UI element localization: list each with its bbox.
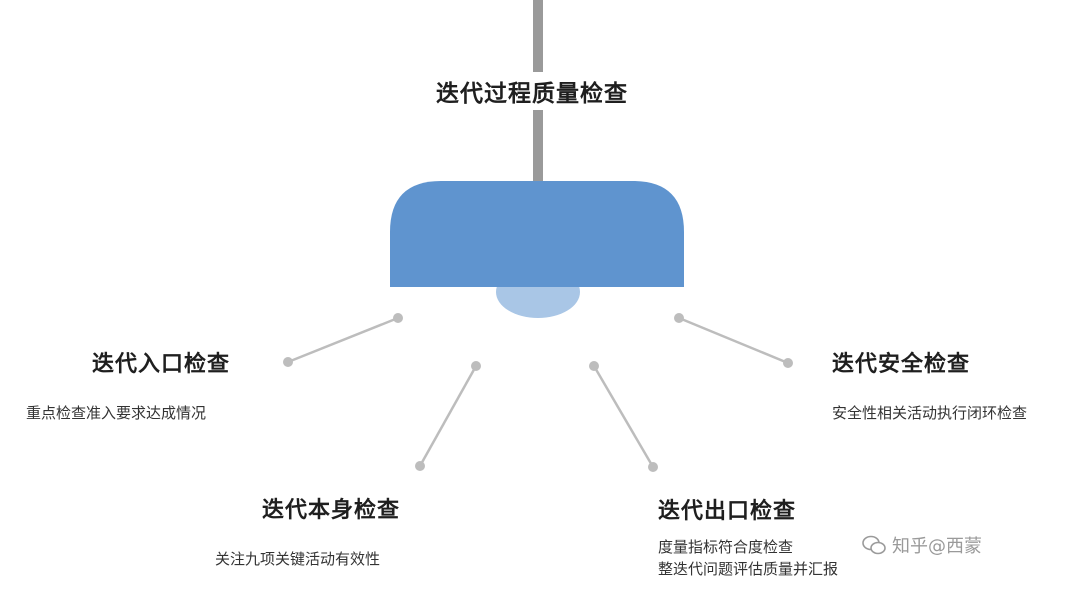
node-title-entry: 迭代入口检查 — [92, 352, 231, 377]
node-desc-self: 关注九项关键活动有效性 — [215, 550, 381, 568]
node-desc-entry: 重点检查准入要求达成情况 — [26, 404, 207, 422]
watermark-text: 知乎@西蒙 — [892, 536, 982, 557]
lamp-shade — [390, 181, 684, 287]
connector-security — [678, 316, 789, 365]
central-title: 迭代过程质量检查 — [432, 72, 632, 110]
dot-entry-outer — [283, 357, 293, 367]
node-desc-exit-line1: 度量指标符合度检查 — [658, 538, 794, 556]
watermark: 知乎@西蒙 — [862, 532, 982, 558]
dot-security-inner — [674, 313, 684, 323]
connector-dots — [283, 313, 793, 472]
connector-exit — [592, 365, 655, 468]
connector-lines — [287, 316, 789, 468]
dot-self-inner — [471, 361, 481, 371]
dot-exit-outer — [648, 462, 658, 472]
node-title-exit: 迭代出口检查 — [658, 499, 797, 524]
dot-exit-inner — [589, 361, 599, 371]
dot-entry-inner — [393, 313, 403, 323]
dot-self-outer — [415, 461, 425, 471]
wechat-icon — [862, 535, 886, 555]
node-title-self: 迭代本身检查 — [262, 498, 401, 523]
node-title-security: 迭代安全检查 — [832, 352, 971, 377]
node-desc-security: 安全性相关活动执行闭环检查 — [832, 404, 1028, 422]
connector-entry — [287, 316, 399, 364]
dot-security-outer — [783, 358, 793, 368]
node-desc-exit-line2: 整迭代问题评估质量并汇报 — [658, 560, 839, 578]
connector-self — [418, 365, 478, 467]
